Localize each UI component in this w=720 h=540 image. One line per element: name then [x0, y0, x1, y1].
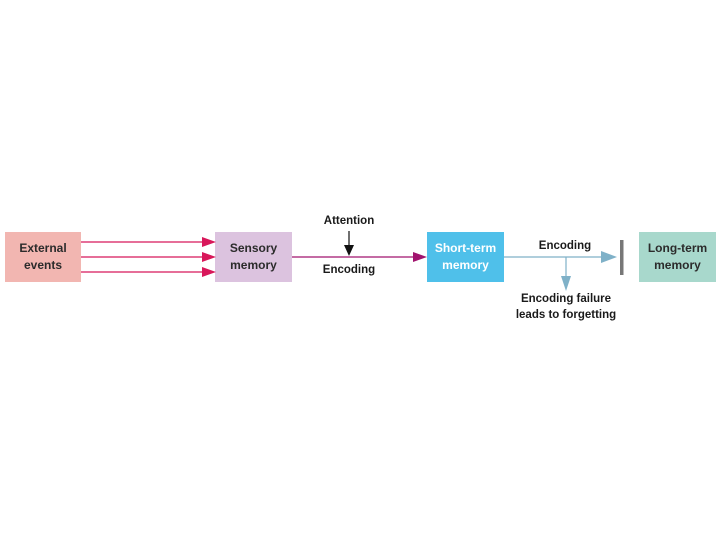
long-term-memory-box: Long-term memory	[639, 232, 716, 282]
attention-label: Attention	[323, 215, 375, 227]
sensory-to-short-arrow	[292, 252, 427, 262]
attention-arrowhead	[344, 245, 354, 256]
encoding-label-sensory-to-short: Encoding	[322, 264, 376, 276]
sensory-memory-box: Sensory memory	[215, 232, 292, 282]
encoding-failure-arrow	[561, 257, 571, 291]
encoding-blocker-bar	[620, 240, 624, 275]
encoding-label-short-to-long: Encoding	[538, 240, 592, 252]
external-arrowhead-2	[202, 252, 216, 262]
external-to-sensory-arrows	[81, 237, 216, 277]
external-arrowhead-1	[202, 237, 216, 247]
short-term-arrowhead	[601, 251, 617, 263]
attention-arrow	[344, 231, 354, 256]
failure-arrowhead	[561, 276, 571, 291]
short-term-memory-box: Short-term memory	[427, 232, 504, 282]
sensory-arrowhead	[413, 252, 427, 262]
short-to-long-arrow	[504, 240, 624, 275]
external-events-box: External events	[5, 232, 81, 282]
encoding-failure-label: Encoding failure leads to forgetting	[515, 293, 617, 321]
external-arrowhead-3	[202, 267, 216, 277]
